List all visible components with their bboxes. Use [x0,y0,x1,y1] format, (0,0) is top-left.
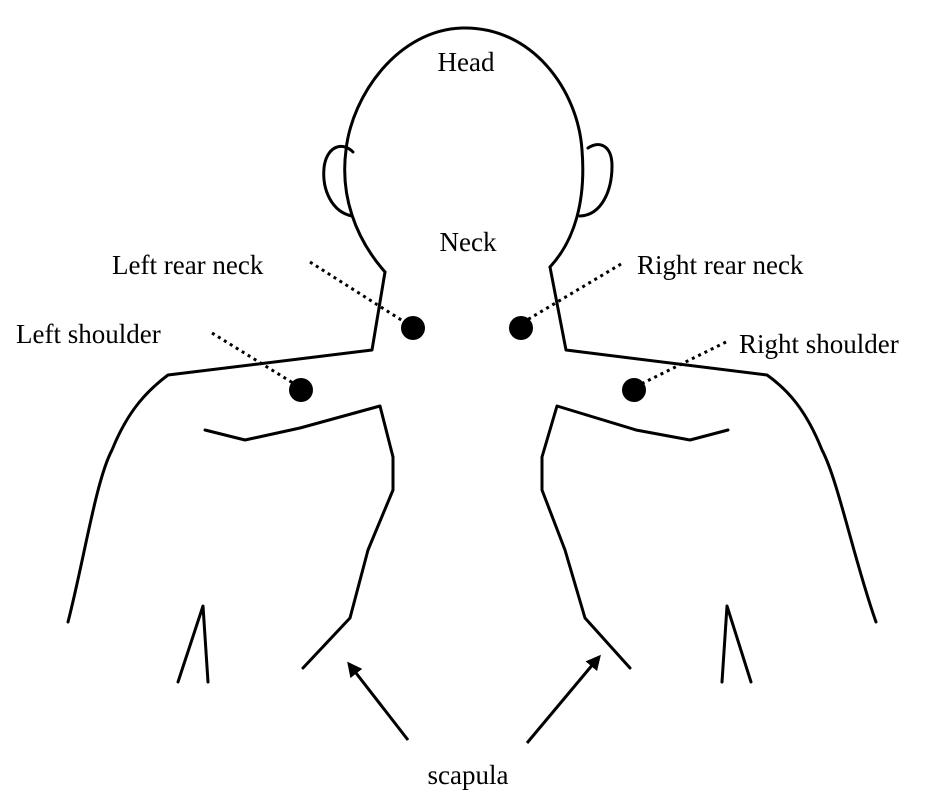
left-scapula-outline [205,406,393,668]
right-rear-neck-point [509,316,533,340]
head-label: Head [438,47,495,77]
left-shoulder-label: Left shoulder [16,319,161,349]
right-rear-neck-leader [522,264,621,323]
right-scapula-arrow [527,657,599,743]
left-rear-neck-label: Left rear neck [112,250,264,280]
right-scapula-outline [542,406,728,668]
right-rear-neck-label: Right rear neck [637,250,804,280]
left-shoulder-point [289,378,313,402]
right-shoulder-label: Right shoulder [739,329,899,359]
right-ear [580,145,612,216]
right-neck-shoulder-outline [550,267,876,622]
left-armpit-line [178,606,208,682]
left-shoulder-leader [212,333,293,383]
scapula-label: scapula [428,760,509,790]
left-rear-neck-point [401,316,425,340]
left-scapula-arrow [349,664,408,740]
left-rear-neck-leader [310,262,406,323]
neck-label: Neck [440,227,497,257]
right-shoulder-point [622,378,646,402]
right-armpit-line [722,606,751,682]
